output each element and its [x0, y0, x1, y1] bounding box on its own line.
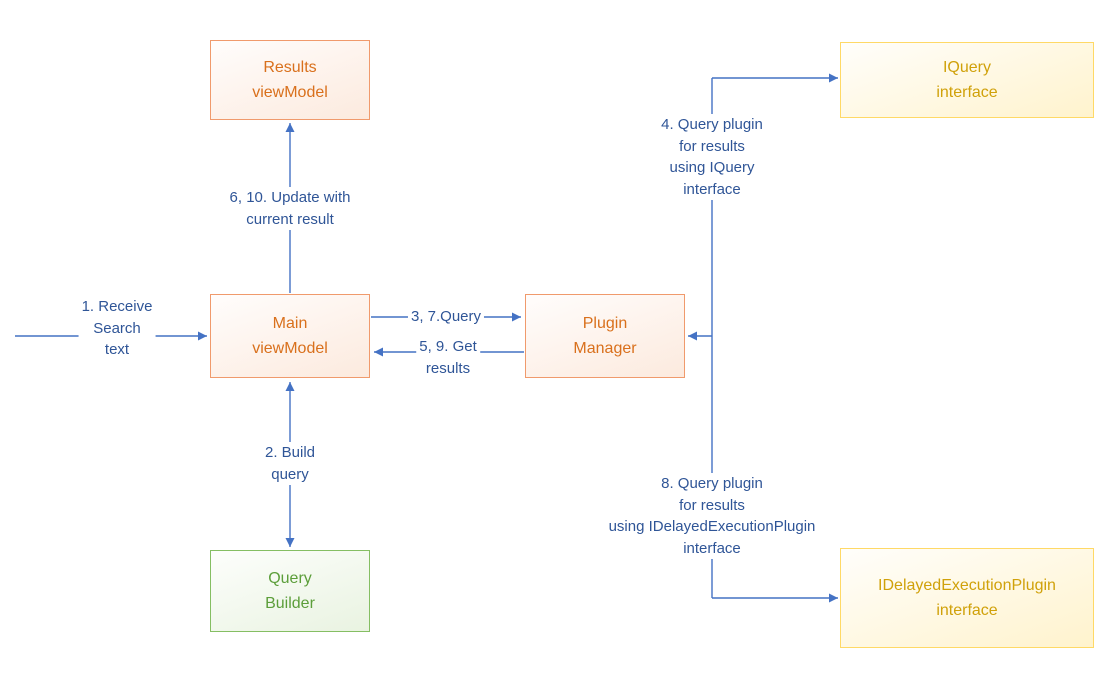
label-line: 2. Build [264, 444, 316, 461]
label-line: results [425, 359, 471, 377]
label-receive-search: 1. Receive Search text [78, 296, 156, 361]
label-line: using IDelayedExecutionPlugin [608, 518, 816, 535]
label-line: Search [93, 319, 141, 337]
label-line: 4. Query plugin [661, 116, 763, 133]
node-main-viewmodel: Main viewModel [210, 294, 370, 378]
label-line: current result [246, 210, 334, 228]
label-query: 3, 7.Query [407, 306, 485, 328]
node-idelayedexecutionplugin-interface: IDelayedExecutionPlugin interface [840, 548, 1094, 648]
node-iquery-interface-line2: interface [936, 84, 998, 101]
node-results-viewmodel-line1: Results [263, 59, 317, 76]
label-query-idelayed: 8. Query plugin for results using IDelay… [605, 473, 819, 559]
label-line: for results [679, 137, 745, 155]
label-line: text [104, 341, 130, 358]
node-idelayed-interface-line2: interface [936, 602, 998, 619]
label-line: 1. Receive [81, 298, 153, 315]
label-line: using IQuery [669, 159, 755, 176]
label-line: 5, 9. Get [419, 338, 477, 355]
label-line: 8. Query plugin [661, 475, 763, 492]
label-line: interface [683, 180, 741, 198]
label-line: 6, 10. Update with [229, 189, 351, 206]
node-query-builder-line2: Builder [265, 595, 315, 612]
node-iquery-interface: IQuery interface [840, 42, 1094, 118]
node-query-builder-line1: Query [268, 570, 312, 587]
label-build-query: 2. Build query [261, 442, 319, 485]
label-update-result: 6, 10. Update with current result [226, 187, 354, 230]
label-line: interface [683, 539, 741, 557]
node-plugin-manager-line1: Plugin [582, 315, 628, 332]
label-query-iquery: 4. Query plugin for results using IQuery… [658, 114, 766, 200]
label-line: for results [679, 496, 745, 514]
node-plugin-manager-line2: Manager [573, 340, 637, 357]
node-query-builder: Query Builder [210, 550, 370, 632]
node-idelayed-interface-line1: IDelayedExecutionPlugin [878, 577, 1056, 594]
label-line: 3, 7.Query [410, 308, 482, 325]
node-results-viewmodel-line2: viewModel [252, 84, 328, 101]
label-line: query [271, 465, 309, 483]
node-plugin-manager: Plugin Manager [525, 294, 685, 378]
node-iquery-interface-line1: IQuery [942, 59, 991, 76]
node-main-viewmodel-line2: viewModel [252, 340, 328, 357]
label-get-results: 5, 9. Get results [416, 336, 480, 379]
node-main-viewmodel-line1: Main [272, 315, 308, 332]
node-results-viewmodel: Results viewModel [210, 40, 370, 120]
